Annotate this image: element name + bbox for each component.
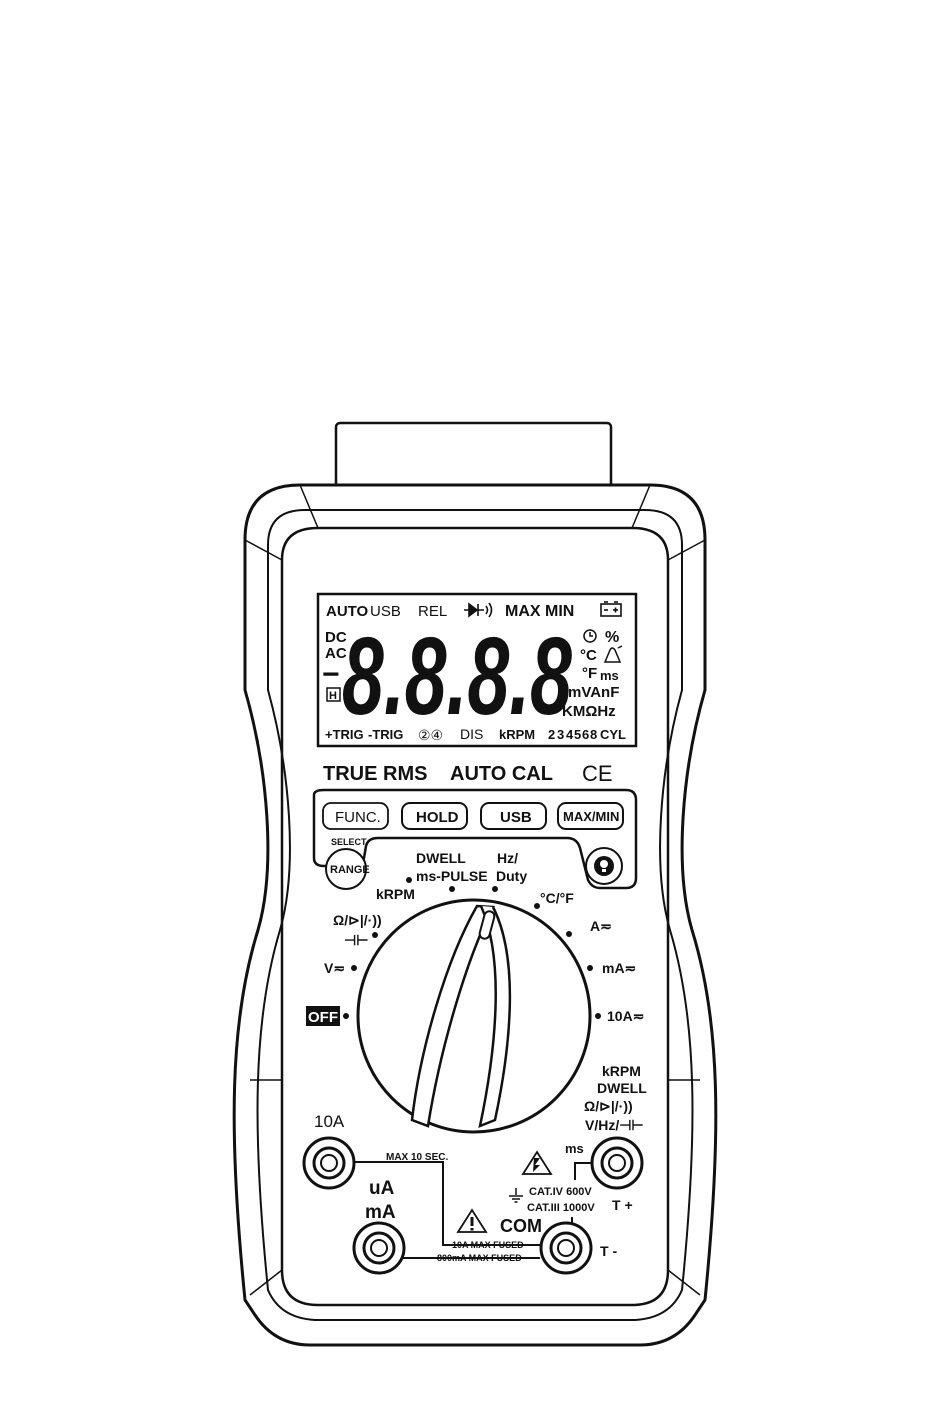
cat-iv-label: CAT.IV 600V [529, 1186, 592, 1198]
lcd-dc-label: DC [325, 629, 347, 646]
jack-10a[interactable] [302, 1136, 356, 1190]
lcd-units-line2: KMΩHz [562, 703, 616, 720]
dial-ten-a-label: 10A≂ [607, 1008, 644, 1024]
dial-amp-label: A≂ [590, 918, 612, 934]
lcd-usb-label: USB [370, 603, 401, 620]
lcd-minus-trig: -TRIG [368, 727, 403, 742]
range-button-label: RANGE [330, 864, 370, 876]
warning-triangle-icon-2 [456, 1208, 488, 1233]
lcd-cyl-4: 4 [566, 727, 574, 742]
select-label: SELECT [331, 837, 367, 847]
dial-duty-label: Duty [496, 868, 527, 884]
lcd-rel-label: REL [418, 603, 447, 620]
jack-ohm-label: Ω/⊳|/·)) [584, 1098, 633, 1114]
dial-ohm-label: Ω/⊳|/·)) [333, 912, 382, 928]
jack-10a-label: 10A [314, 1112, 345, 1131]
lcd-krpm-label: kRPM [499, 727, 535, 742]
auto-cal-label: AUTO CAL [450, 763, 553, 785]
backlight-button[interactable] [585, 847, 623, 885]
lcd-units-line1: mVAnF [568, 684, 619, 701]
ce-mark: CE [582, 761, 613, 786]
lcd-stroke-indicator: ②④ [418, 727, 443, 743]
lcd-minus-sign: − [322, 658, 340, 691]
true-rms-label: TRUE RMS [323, 763, 427, 785]
ground-symbol-icon [509, 1188, 523, 1203]
jack-volt-ohm[interactable] [590, 1136, 644, 1190]
usb-button-label: USB [500, 809, 532, 826]
dial-position-dots [343, 877, 601, 1019]
lcd-ac-label: AC [325, 645, 347, 662]
lcd-cyl-3: 3 [557, 727, 564, 742]
lcd-digits: 8.8.8.8 [342, 615, 573, 738]
func-button[interactable]: FUNC. [322, 802, 389, 830]
t-minus-label: T - [600, 1243, 617, 1259]
dial-ms-pulse-label: ms-PULSE [416, 868, 488, 884]
lcd-percent: % [605, 629, 619, 646]
lcd-cyl-6: 6 [582, 727, 589, 742]
max-min-button[interactable]: MAX/MIN [557, 802, 624, 830]
range-button[interactable]: RANGE [325, 848, 370, 890]
warning-triangle-icon [521, 1150, 553, 1175]
dial-off-label: OFF [308, 1009, 338, 1026]
timer-icon [583, 629, 597, 643]
jack-volt-hz-cap-label: V/Hz/⊣⊢ [585, 1117, 644, 1133]
dial-pointer [478, 910, 496, 940]
lcd-deg-c: °C [580, 647, 597, 664]
rotary-selector-dial[interactable] [356, 898, 592, 1134]
t-plus-label: T + [612, 1197, 633, 1213]
lcd-cyl-label: CYL [600, 727, 626, 742]
com-label: COM [500, 1216, 542, 1236]
hold-button-label: HOLD [416, 809, 459, 826]
jack-com[interactable] [539, 1221, 593, 1275]
lcd-hold-indicator: H [329, 690, 337, 702]
cat-iii-label: CAT.III 1000V [527, 1202, 595, 1214]
dial-dwell-label: DWELL [416, 850, 466, 866]
dial-temp-label: °C/°F [540, 890, 574, 906]
alarm-bell-icon [603, 645, 623, 663]
dial-volt-label: V≂ [324, 960, 345, 976]
lcd-diode-beep-icon [464, 602, 493, 618]
max-10-sec-label: MAX 10 SEC. [386, 1152, 448, 1163]
lcd-ms: ms [600, 668, 619, 683]
lcd-max-min-label: MAX MIN [505, 603, 574, 620]
hold-button[interactable]: HOLD [401, 802, 468, 830]
jack-ms-label: ms [565, 1141, 584, 1156]
func-button-label: FUNC. [335, 809, 381, 826]
lcd-screen [316, 592, 638, 748]
battery-icon [600, 601, 622, 617]
lcd-cyl-5: 5 [574, 727, 581, 742]
dial-ma-label: mA≂ [602, 960, 636, 976]
usb-button[interactable]: USB [480, 802, 547, 830]
dial-hz-label: Hz/ [497, 850, 518, 866]
lcd-auto-label: AUTO [326, 603, 369, 620]
lcd-dis-label: DIS [460, 726, 483, 742]
lcd-cyl-8: 8 [590, 727, 597, 742]
jack-dwell-label: DWELL [597, 1080, 647, 1096]
lcd-deg-f: °F [582, 665, 597, 682]
jack-ua-label: uA [369, 1178, 395, 1199]
max-min-button-label: MAX/MIN [563, 809, 619, 824]
jack-ma-label: mA [365, 1202, 396, 1223]
dial-capacitance-label: ⊣⊢ [344, 932, 368, 948]
lcd-cyl-2: 2 [548, 727, 555, 742]
dial-off-box [306, 1006, 340, 1026]
jack-ua-ma[interactable] [352, 1221, 406, 1275]
jack-krpm-label: kRPM [602, 1063, 641, 1079]
lcd-hold-box [326, 687, 341, 702]
lcd-plus-trig: +TRIG [325, 727, 364, 742]
dial-krpm-label: kRPM [376, 886, 415, 902]
